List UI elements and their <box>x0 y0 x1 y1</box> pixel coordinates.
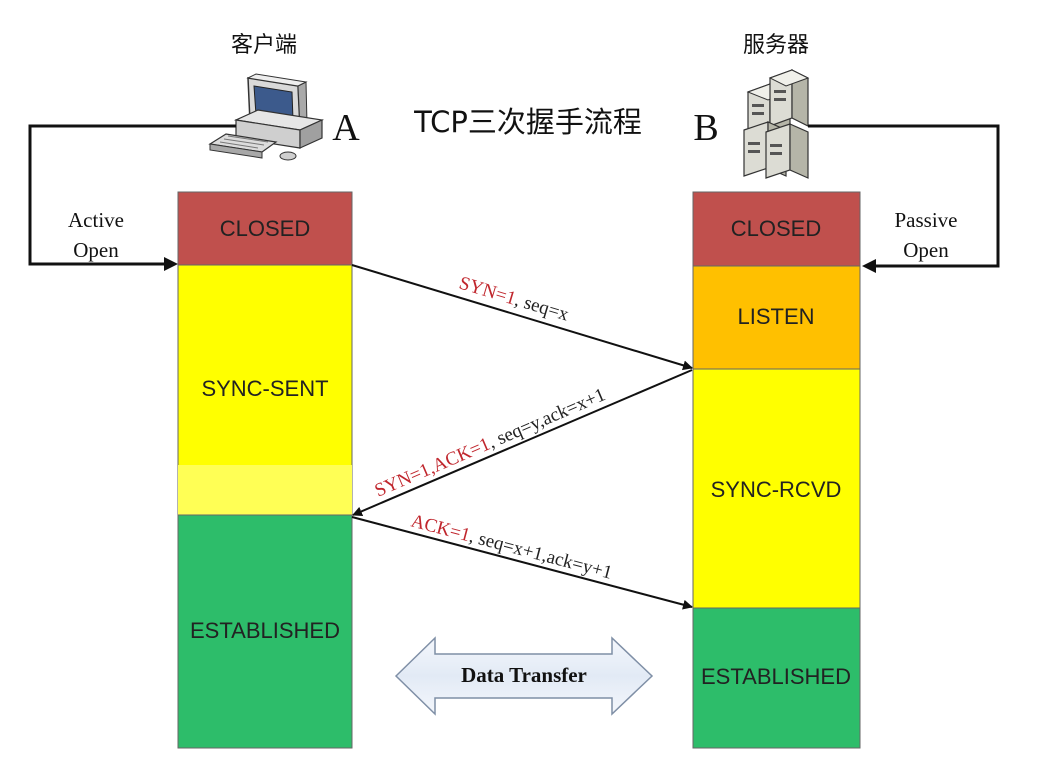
client-closed-label: CLOSED <box>220 216 310 241</box>
diagram-title: TCP三次握手流程 <box>413 105 642 139</box>
syn-message-seq: , seq=x <box>512 290 571 326</box>
syn-ack-arrow <box>352 369 693 517</box>
syn-message: SYN=1, seq=x <box>457 273 572 326</box>
active-open-line1: Active <box>68 208 124 232</box>
ack-arrow <box>351 516 693 610</box>
client-state-sync-sent-tail <box>178 465 352 515</box>
syn-arrow <box>351 264 693 371</box>
data-transfer-label: Data Transfer <box>461 663 587 687</box>
client-state-closed <box>177 191 353 266</box>
server-state-sync-rcvd <box>692 368 861 609</box>
active-open-line2: Open <box>73 238 119 262</box>
client-established-label: ESTABLISHED <box>190 618 340 643</box>
data-transfer-arrow: Data Transfer <box>394 636 654 716</box>
server-closed-label: CLOSED <box>731 216 821 241</box>
ack-message: ACK=1, seq=x+1,ack=y+1 <box>409 511 615 584</box>
client-letter: A <box>332 107 360 149</box>
syn-ack-message: SYN=1,ACK=1, seq=y,ack=x+1 <box>372 384 609 501</box>
syn-ack-message-flags: SYN=1,ACK=1 <box>372 434 494 502</box>
client-state-column: CLOSED SYNC-SENT ESTABLISHED <box>177 191 353 749</box>
computer-icon <box>208 73 325 161</box>
client-state-established <box>177 514 353 749</box>
server-state-listen <box>692 265 861 370</box>
client-sync-sent-label: SYNC-SENT <box>201 376 328 401</box>
passive-open-line1: Passive <box>895 208 958 232</box>
server-icon <box>743 69 810 179</box>
server-sync-rcvd-label: SYNC-RCVD <box>711 477 842 502</box>
client-label: 客户端 <box>231 33 297 58</box>
server-listen-label: LISTEN <box>737 304 814 329</box>
server-state-closed <box>692 191 861 267</box>
server-letter: B <box>693 107 718 149</box>
passive-open-connector <box>808 124 1000 273</box>
ack-message-seq: , seq=x+1,ack=y+1 <box>467 526 614 584</box>
syn-message-flags: SYN=1 <box>457 273 519 310</box>
server-state-column: CLOSED LISTEN SYNC-RCVD ESTABLISHED <box>692 191 861 749</box>
passive-open-line2: Open <box>903 238 949 262</box>
server-established-label: ESTABLISHED <box>701 664 851 689</box>
syn-ack-message-seq: , seq=y,ack=x+1 <box>485 384 608 453</box>
active-open-connector <box>28 124 236 271</box>
server-label: 服务器 <box>743 33 809 58</box>
server-state-established <box>692 607 861 749</box>
